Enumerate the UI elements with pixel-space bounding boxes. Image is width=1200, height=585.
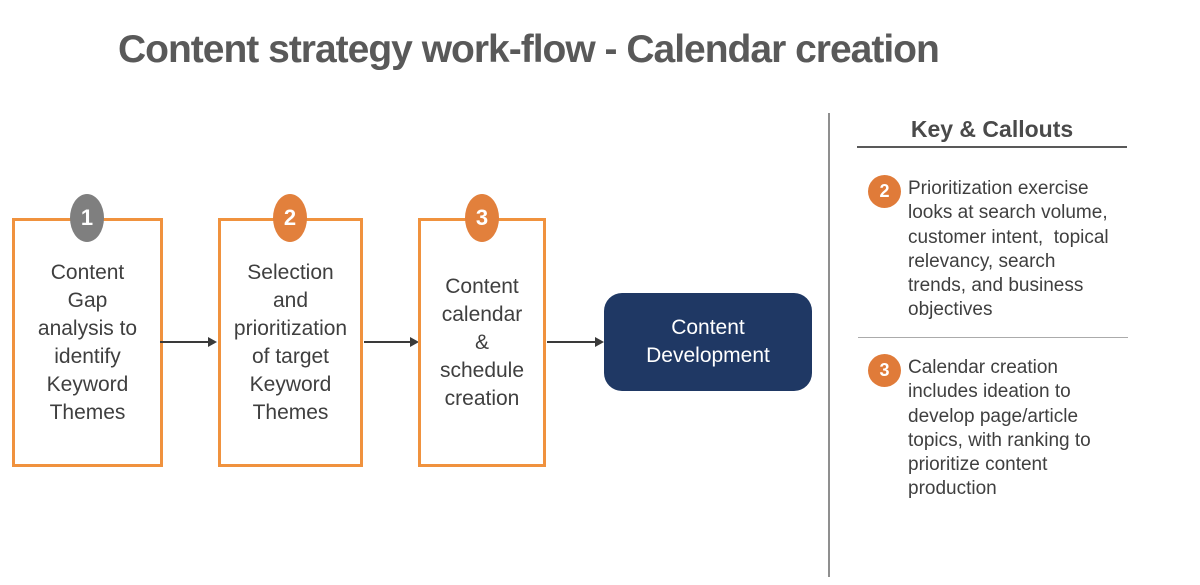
flow-step-1-number-badge: 1	[70, 194, 104, 242]
content-development-node: Content Development	[604, 293, 812, 391]
flow-step-2-box: Selection and prioritization of target K…	[218, 218, 363, 467]
callout-3-number: 3	[879, 360, 890, 380]
callout-3-number-badge: 3	[868, 354, 901, 387]
flow-step-2-number: 2	[283, 205, 297, 230]
flow-step-1-label: Content Gap analysis to identify Keyword…	[37, 260, 138, 424]
callout-2-number: 2	[879, 181, 890, 201]
key-callouts-heading-rule	[857, 146, 1127, 148]
flow-step-3-label: Content calendar & schedule creation	[439, 274, 525, 410]
page-title: Content strategy work-flow - Calendar cr…	[118, 28, 940, 71]
arrow-step3-to-terminal-icon	[547, 337, 604, 347]
callout-2-number-badge: 2	[868, 175, 901, 208]
callout-separator-line	[858, 337, 1128, 338]
callout-3-text: Calendar creation includes ideation to d…	[908, 357, 1091, 500]
panel-vertical-divider	[828, 113, 830, 577]
arrow-step2-to-step3-icon	[364, 337, 419, 347]
flow-step-2-label: Selection and prioritization of target K…	[233, 260, 348, 424]
content-development-label: Content Development	[646, 316, 770, 367]
flow-step-2-number-badge: 2	[273, 194, 307, 242]
key-callouts-heading: Key & Callouts	[910, 116, 1074, 142]
flow-step-3-box: Content calendar & schedule creation	[418, 218, 546, 467]
callout-2-text: Prioritization exercise looks at search …	[908, 178, 1109, 321]
flow-step-3-number: 3	[475, 205, 489, 230]
arrow-step1-to-step2-icon	[160, 337, 217, 347]
flow-step-3-number-badge: 3	[465, 194, 499, 242]
flow-step-1-box: Content Gap analysis to identify Keyword…	[12, 218, 163, 467]
flow-step-1-number: 1	[80, 205, 94, 230]
